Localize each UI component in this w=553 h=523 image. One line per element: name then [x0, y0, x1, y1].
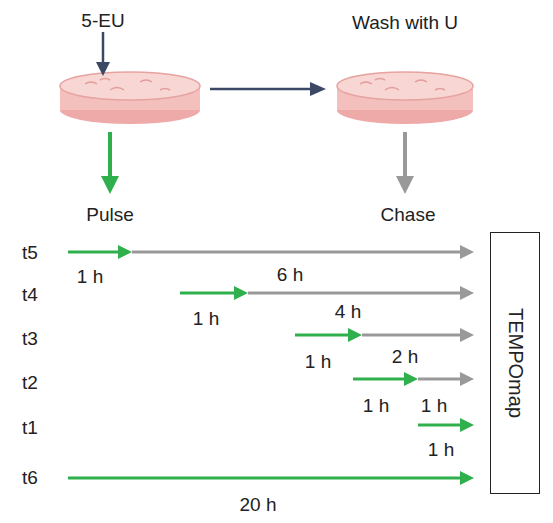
reagent-label: 5-EU: [81, 11, 124, 30]
pulse-arrow: [101, 132, 119, 194]
time-point: t2: [22, 373, 38, 392]
petri-dish: [60, 72, 200, 124]
duration-label: 6 h: [277, 265, 303, 284]
duration-label: 1 h: [305, 352, 331, 371]
box-label: TEMPOmap: [504, 308, 527, 418]
timeline-arrow: [68, 471, 474, 485]
duration-label: 20 h: [240, 495, 277, 514]
phase-label: Chase: [381, 205, 436, 224]
time-point: t4: [22, 285, 38, 304]
addition-arrow: [96, 32, 110, 76]
timeline-arrow: [295, 328, 474, 342]
chase-arrow: [396, 132, 414, 194]
timeline-arrow: [180, 286, 474, 300]
transfer-arrow: [210, 82, 326, 96]
duration-label: 1 h: [421, 396, 447, 415]
time-point: t3: [22, 329, 38, 348]
duration-label: 4 h: [335, 302, 361, 321]
duration-label: 2 h: [392, 347, 418, 366]
time-point: t5: [22, 243, 38, 262]
duration-label: 1 h: [363, 396, 389, 415]
duration-label: 1 h: [193, 309, 219, 328]
timeline-arrow: [68, 245, 474, 259]
duration-label: 1 h: [428, 440, 454, 459]
phase-label: Pulse: [86, 205, 134, 224]
step-label: Wash with U: [352, 13, 458, 32]
petri-dish: [337, 72, 473, 124]
time-point: t6: [22, 468, 38, 487]
time-point: t1: [22, 418, 38, 437]
timeline-arrow: [353, 372, 474, 386]
output-box: TEMPOmap: [490, 232, 540, 494]
duration-label: 1 h: [77, 267, 103, 286]
timeline-arrow: [418, 418, 474, 432]
